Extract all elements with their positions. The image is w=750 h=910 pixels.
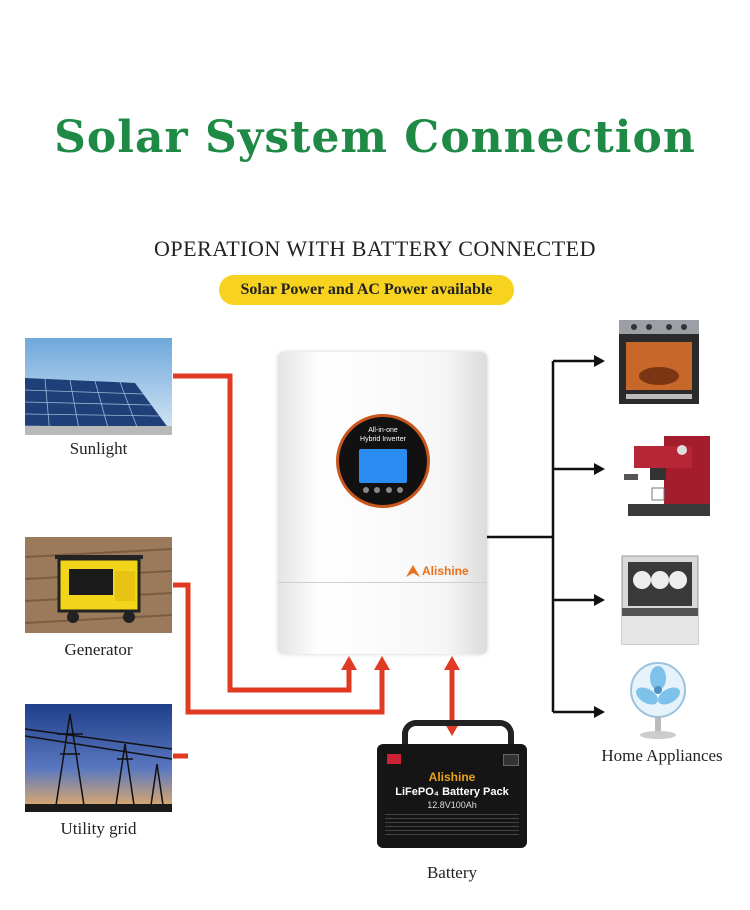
generator-label: Generator	[64, 640, 133, 659]
battery-pack: Alishine LiFePO₄ Battery Pack 12.8V100Ah	[377, 720, 527, 850]
arrow-right-icon	[594, 706, 605, 718]
arrow-right-icon	[594, 355, 605, 367]
terminal-positive	[387, 754, 401, 764]
sunlight-label: Sunlight	[69, 439, 128, 458]
dishwasher-image	[614, 554, 704, 646]
load-wires	[466, 359, 596, 714]
sunlight-wire	[173, 373, 352, 693]
home-appliances-label: Home Appliances	[601, 746, 723, 765]
arrow-up-icon	[374, 656, 390, 670]
generator-utility-wire	[173, 582, 385, 715]
battery-handle	[402, 720, 514, 754]
arrow-right-icon	[594, 463, 605, 475]
arrow-right-icon	[594, 594, 605, 606]
page-title: Solar System Connection	[54, 112, 696, 163]
inverter-display: All-in-one Hybrid Inverter	[336, 414, 430, 508]
battery-pack-title: LiFePO₄ Battery Pack	[395, 786, 509, 798]
display-line1: All-in-one	[368, 427, 398, 434]
generator-image	[25, 537, 172, 633]
control-buttons	[363, 487, 403, 493]
page-subtitle: OPERATION WITH BATTERY CONNECTED	[154, 236, 596, 261]
battery-label: Battery	[426, 863, 478, 882]
terminal-negative	[503, 754, 519, 766]
status-badge: Solar Power and AC Power available	[219, 275, 514, 305]
inverter-brand: Alishine	[406, 563, 476, 579]
battery-pack-spec: 12.8V100Ah	[427, 800, 477, 810]
battery-brand: Alishine	[428, 770, 476, 784]
red-power-wires	[173, 373, 455, 759]
coffee-machine-image	[614, 428, 712, 520]
display-line2: Hybrid Inverter	[360, 436, 406, 443]
lcd-screen	[359, 449, 407, 483]
utility-grid-label: Utility grid	[60, 819, 137, 838]
hybrid-inverter: All-in-one Hybrid Inverter Alishine	[278, 352, 487, 654]
battery-spec-text-block	[385, 814, 519, 838]
solar-panel-image	[25, 338, 172, 435]
arrow-up-icon	[341, 656, 357, 670]
arrow-up-icon	[444, 656, 460, 670]
fan-image	[620, 660, 696, 740]
utility-grid-image	[25, 704, 172, 812]
brand-logo-icon	[406, 565, 420, 577]
oven-image	[614, 318, 704, 408]
